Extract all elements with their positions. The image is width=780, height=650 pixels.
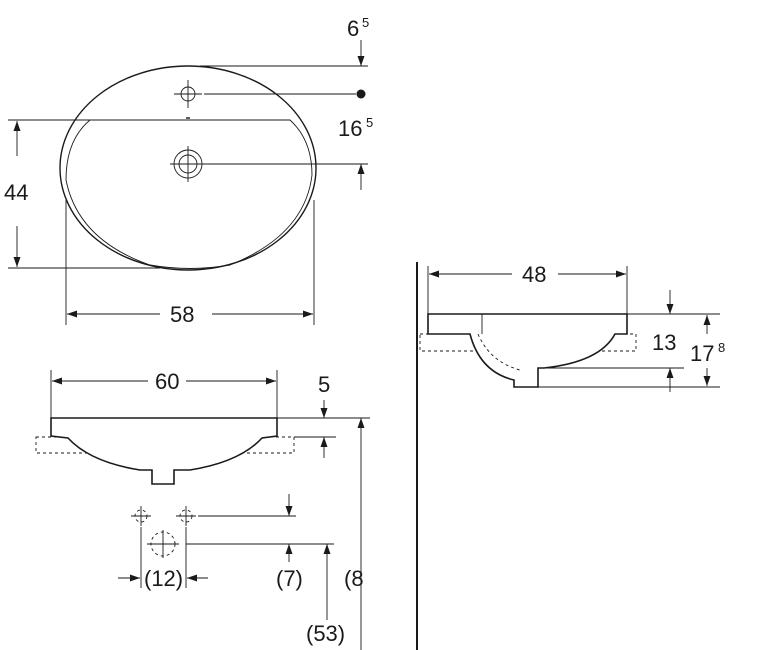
bowl-height-label: 13 — [652, 330, 676, 355]
waste-fitting-icon — [147, 530, 179, 558]
overall-partial-label: (8 — [344, 566, 364, 591]
overall-height-sup: 8 — [718, 340, 725, 355]
basin-inner-outline — [65, 119, 313, 269]
hole-spacing-label: 16 — [338, 116, 362, 141]
basin-side-body — [427, 313, 628, 388]
tap-fitting-right-icon — [176, 506, 196, 526]
tap-offset-label: 6 — [347, 16, 359, 41]
hole-spacing-sup: 5 — [366, 115, 373, 130]
overall-height-label: 17 — [690, 341, 714, 366]
tap-fitting-left-icon — [131, 506, 151, 526]
front-view: 60 5 (12) — [35, 369, 370, 650]
tap-hole-icon — [174, 80, 202, 108]
tap-offset-sup: 5 — [362, 15, 369, 30]
tap-spacing-label: (12) — [144, 566, 183, 591]
basin-front-body — [50, 417, 278, 485]
width-label: 58 — [170, 302, 194, 327]
top-view: 6 5 16 5 44 58 — [4, 15, 373, 327]
outlet-height-label: (53) — [306, 621, 345, 646]
side-view: 48 13 17 8 — [419, 262, 725, 392]
drain-icon — [170, 146, 206, 182]
depth-label: 44 — [4, 180, 28, 205]
basin-outer-outline — [59, 65, 317, 271]
front-width-label: 60 — [155, 369, 179, 394]
side-depth-label: 48 — [522, 262, 546, 287]
point-marker — [356, 89, 366, 99]
tap-height-label: (7) — [276, 566, 303, 591]
rim-height-label: 5 — [318, 372, 330, 397]
